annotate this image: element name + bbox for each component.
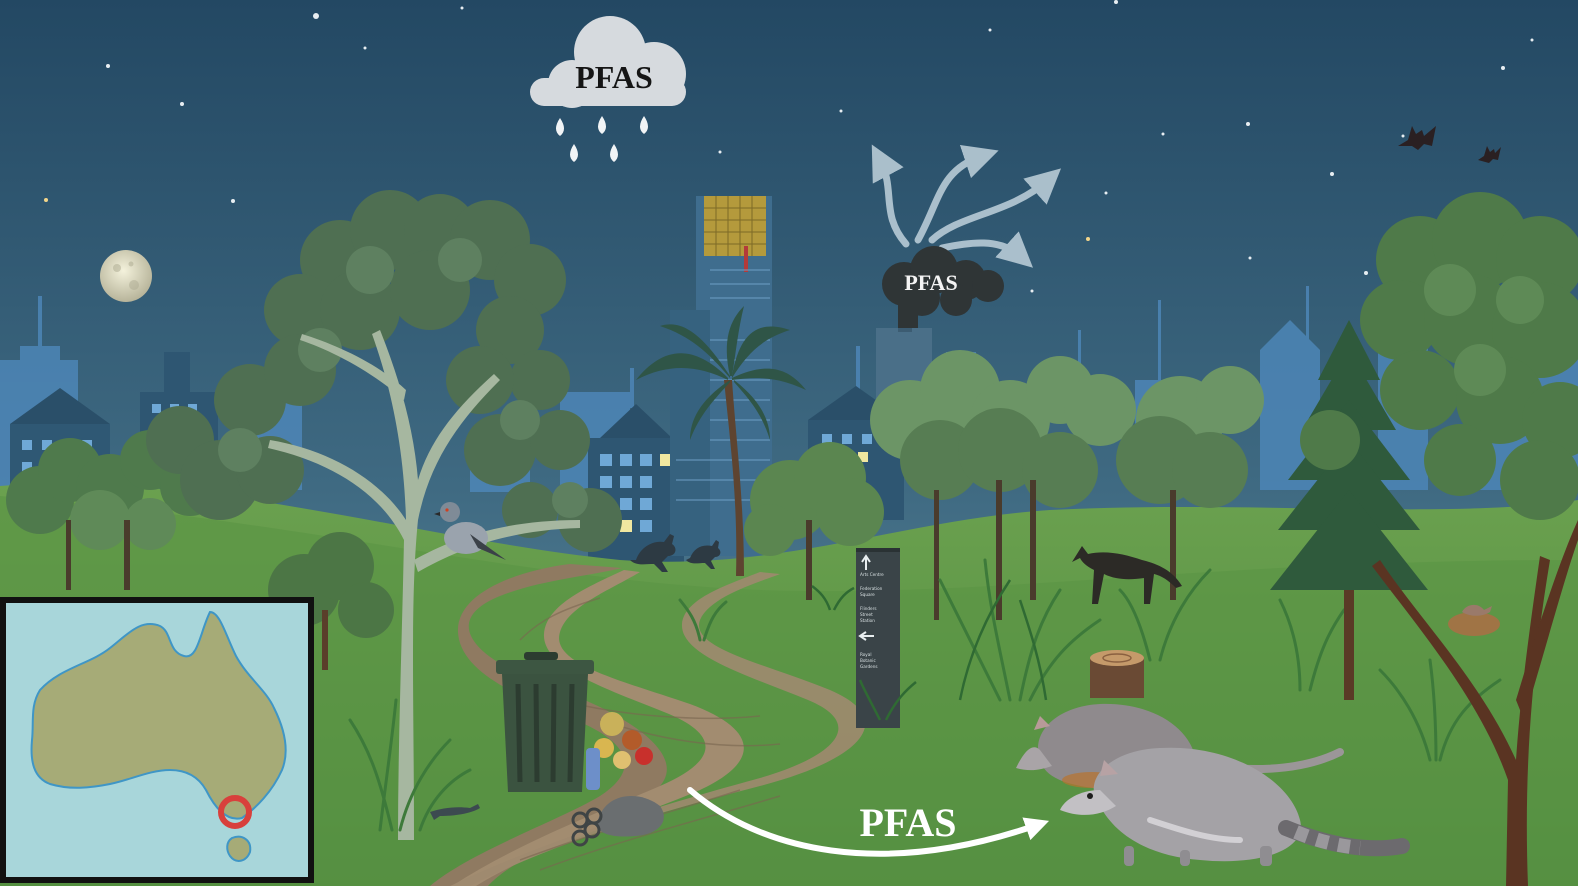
bat-icon	[1398, 126, 1501, 163]
bird-nest-icon	[1448, 604, 1500, 636]
ferns-and-grasses	[348, 558, 1502, 832]
tasmania	[226, 835, 252, 862]
possum-front	[1060, 747, 1410, 866]
background-trees	[6, 350, 1264, 670]
sign-destination-text: Arts Centre	[860, 572, 884, 577]
trash-bin	[496, 652, 594, 792]
kangaroo-silhouettes	[630, 534, 721, 572]
pigeon-icon	[434, 502, 506, 560]
palm-tree	[636, 306, 806, 576]
sign-destination-text: Royal	[860, 652, 872, 657]
eucalyptus-tree	[146, 190, 622, 840]
rain-cloud-icon	[530, 16, 686, 162]
sign-destination-text: Square	[860, 592, 875, 597]
inset-map	[0, 597, 314, 883]
australia-mainland	[30, 610, 287, 820]
grass-tuft-dark	[811, 579, 1048, 721]
sign-destination-text: Gardens	[860, 664, 878, 669]
location-highlight-ring	[218, 795, 252, 829]
litter-pile	[571, 712, 664, 847]
transfer-pfas-label: PFAS	[859, 800, 956, 845]
sign-destination-text: Street	[860, 612, 873, 617]
sign-arrow-left-icon	[858, 631, 874, 641]
factory-smoke-icon	[882, 246, 1004, 328]
sign-destination-text: Station	[860, 618, 875, 623]
rain-pfas-label: PFAS	[575, 59, 653, 95]
fox-silhouette	[1072, 546, 1182, 604]
lizard-icon	[430, 804, 480, 820]
skyscraper	[670, 196, 772, 556]
wayfinding-sign: Arts CentreFederationSquareFlindersStree…	[856, 548, 900, 728]
right-tree	[1300, 192, 1578, 886]
sign-destination-text: Federation	[860, 586, 883, 591]
moon	[100, 250, 152, 302]
sign-destination-text: Flinders	[860, 606, 877, 611]
smoke-plume-arrows	[871, 144, 1062, 268]
sign-arrow-up-icon	[861, 554, 871, 570]
smoke-pfas-label: PFAS	[904, 270, 957, 295]
sign-destination-text: Botanic	[860, 658, 876, 663]
tree-stump	[1090, 650, 1144, 698]
curved-arrow-icon	[687, 787, 1050, 857]
